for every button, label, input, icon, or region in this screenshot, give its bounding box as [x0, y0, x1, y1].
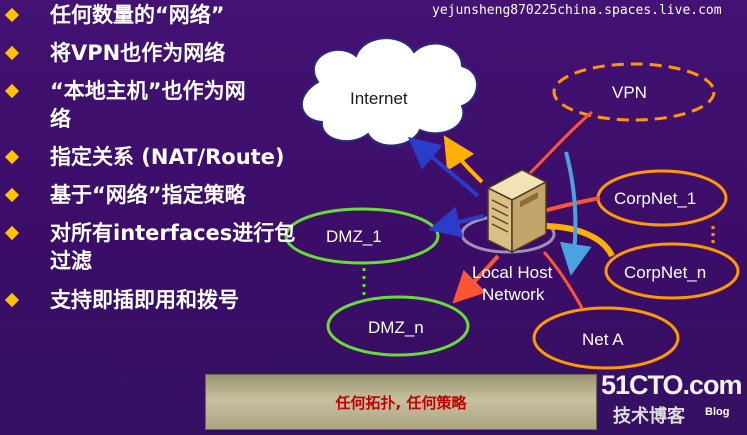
bullet-text: 任何数量的“网络”: [50, 3, 225, 27]
bullet-text: “本地主机”也作为网: [50, 79, 246, 103]
caption-banner-text: 任何拓扑, 任何策略: [335, 394, 467, 412]
caption-banner: 任何拓扑, 任何策略: [205, 374, 597, 430]
local-host-label: Local Host: [472, 263, 553, 282]
corpnet-1-label: CorpNet_1: [614, 189, 696, 208]
bullet-text: 指定关系 (NAT/Route): [50, 145, 285, 169]
net-a-node: Net A: [532, 306, 680, 370]
vpn-node: VPN: [552, 62, 716, 122]
dmz-1-label: DMZ_1: [326, 227, 382, 246]
corpnet-n-node: CorpNet_n: [604, 242, 740, 300]
dmz-1-node: DMZ_1: [284, 207, 440, 265]
arrow-to-dmz-1: [428, 206, 485, 238]
watermark-url: yejunsheng870225china.spaces.live.com: [432, 3, 722, 18]
corpnet-n-label: CorpNet_n: [624, 263, 706, 282]
arrow-to-dmz-n: [452, 254, 500, 304]
bullet-text: 将VPN也作为网络: [50, 41, 226, 65]
arrow-to-corpnet-1: [539, 196, 601, 214]
internet-cloud: Internet: [300, 37, 478, 147]
net-a-label: Net A: [582, 330, 624, 349]
local-host-network-label: Network: [482, 285, 545, 304]
arrow-to-net-a: [542, 251, 584, 309]
site-logo: 51CTO.com 技术博客 Blog: [597, 368, 747, 435]
arrow-to-internet: [443, 135, 484, 184]
arrow-corpnet-blue: [559, 151, 592, 276]
local-host-server-icon: [486, 169, 548, 254]
logo-main-text: 51CTO.com: [601, 370, 743, 400]
bullet-text: 支持即插即用和拨号: [50, 288, 239, 312]
logo-sub-text: 技术博客: [613, 406, 685, 426]
arrow-corpnet-orange: [541, 223, 615, 258]
arrow-from-internet: [407, 136, 480, 198]
logo-blog-tag: Blog: [705, 406, 730, 418]
bullet-text: 基于“网络”指定策略: [50, 183, 246, 207]
arrow-to-vpn: [523, 110, 593, 180]
dmz-n-label: DMZ_n: [368, 318, 424, 337]
internet-label: Internet: [350, 89, 408, 108]
dmz-n-node: DMZ_n: [326, 295, 470, 357]
corpnet-1-node: CorpNet_1: [596, 169, 728, 227]
vpn-label: VPN: [612, 83, 647, 102]
bullet-text: 络: [50, 107, 71, 131]
bullet-text: 对所有interfaces进行包: [50, 221, 296, 245]
bullet-text: 过滤: [50, 249, 92, 273]
